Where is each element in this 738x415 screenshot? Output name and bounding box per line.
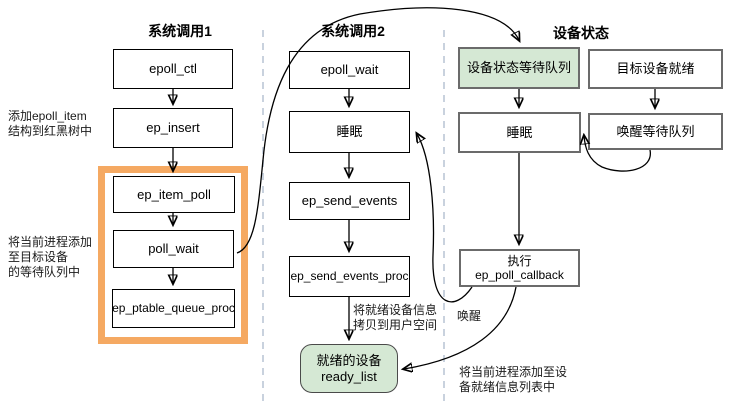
node-sleep-col3: 睡眠 bbox=[458, 112, 581, 153]
column1-title: 系统调用1 bbox=[148, 23, 212, 39]
node-ep-item-poll: ep_item_poll bbox=[113, 176, 235, 213]
node-ep-insert: ep_insert bbox=[113, 108, 233, 148]
note-add-waitqueue: 将当前进程添加 至目标设备 的等待队列中 bbox=[8, 235, 93, 279]
node-sleep-col2: 睡眠 bbox=[289, 111, 410, 153]
node-device-wait-queue: 设备状态等待队列 bbox=[458, 47, 580, 89]
node-epoll-wait: epoll_wait bbox=[289, 51, 410, 89]
node-epoll-ctl: epoll_ctl bbox=[113, 49, 233, 89]
node-ep-send-events-proc: ep_send_events_proc bbox=[289, 256, 410, 297]
node-ready-list: 就绪的设备 ready_list bbox=[300, 344, 398, 393]
note-copy-userspace: 将就绪设备信息 拷贝到用户空间 bbox=[353, 303, 438, 332]
node-wake-wait-queue: 唤醒等待队列 bbox=[588, 113, 723, 150]
node-ep-send-events: ep_send_events bbox=[289, 182, 410, 220]
column3-title: 设备状态 bbox=[553, 25, 609, 41]
note-add-rbtree: 添加epoll_item 结构到红黑树中 bbox=[8, 109, 93, 138]
node-poll-wait: poll_wait bbox=[113, 230, 234, 268]
node-ep-poll-callback: 执行 ep_poll_callback bbox=[459, 249, 580, 287]
node-target-device-ready: 目标设备就绪 bbox=[588, 49, 723, 89]
node-ep-ptable-queue-proc: ep_ptable_queue_proc bbox=[112, 289, 235, 328]
note-add-ready-list: 将当前进程添加至设 备就绪信息列表中 bbox=[459, 365, 568, 394]
column2-title: 系统调用2 bbox=[321, 23, 385, 39]
note-wake: 唤醒 bbox=[457, 309, 482, 323]
